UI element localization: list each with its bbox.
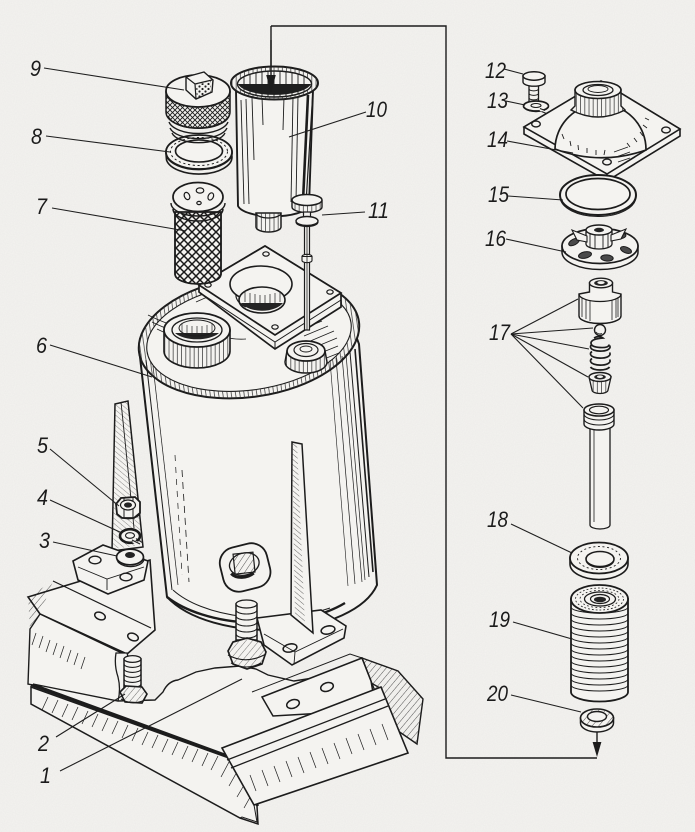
svg-text:16: 16 — [485, 226, 506, 251]
svg-text:11: 11 — [368, 198, 389, 223]
svg-text:9: 9 — [30, 56, 41, 81]
svg-text:14: 14 — [487, 127, 508, 152]
svg-text:13: 13 — [487, 88, 508, 113]
svg-text:15: 15 — [488, 182, 509, 207]
svg-text:7: 7 — [36, 194, 48, 219]
svg-text:10: 10 — [366, 97, 387, 122]
svg-text:18: 18 — [487, 507, 508, 532]
svg-text:1: 1 — [40, 763, 51, 788]
svg-text:6: 6 — [36, 333, 47, 358]
svg-text:3: 3 — [39, 528, 50, 553]
svg-text:8: 8 — [31, 124, 42, 149]
svg-text:20: 20 — [486, 681, 508, 706]
svg-text:19: 19 — [489, 607, 510, 632]
svg-text:12: 12 — [485, 58, 506, 83]
svg-text:4: 4 — [37, 485, 48, 510]
svg-text:17: 17 — [489, 320, 511, 345]
svg-text:2: 2 — [37, 731, 49, 756]
svg-text:5: 5 — [37, 433, 48, 458]
